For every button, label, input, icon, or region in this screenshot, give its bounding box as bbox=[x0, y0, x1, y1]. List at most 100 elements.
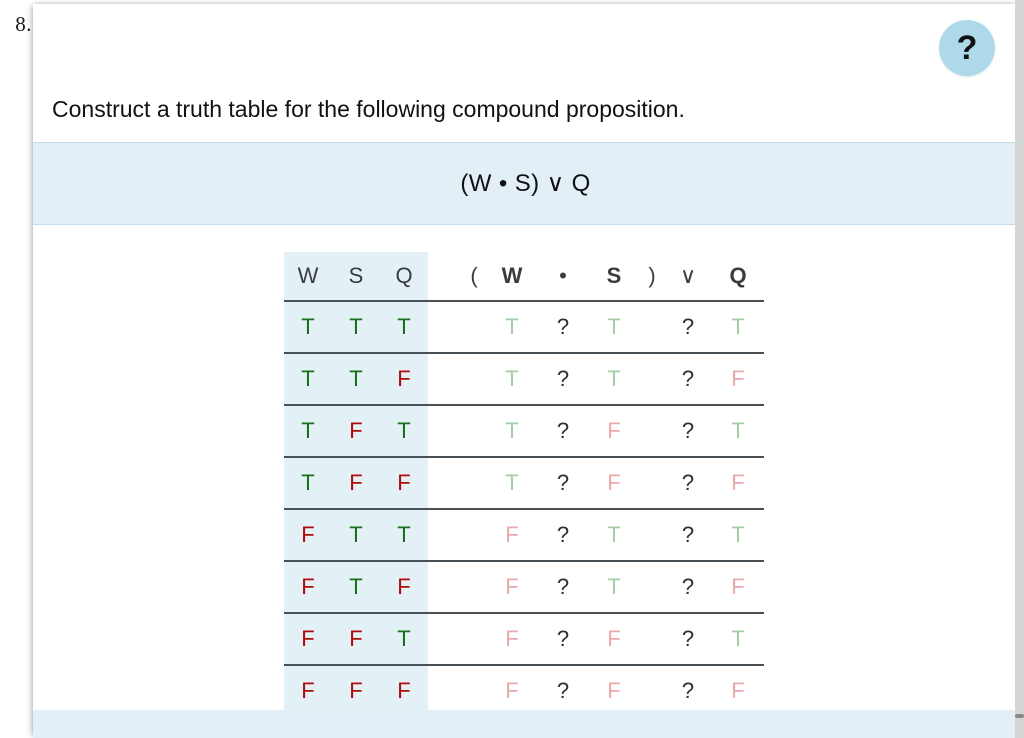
answer-cell-row7-col3[interactable]: ? bbox=[538, 613, 588, 666]
header-expr-5: ∨ bbox=[664, 252, 712, 302]
given-cell-w-row1: T bbox=[284, 301, 332, 354]
header-expr-2: • bbox=[538, 252, 588, 302]
expr-value-row7-col7: T bbox=[712, 613, 764, 666]
expr-value-row8-col7: F bbox=[712, 665, 764, 716]
column-gap bbox=[428, 561, 462, 614]
answer-cell-row8-col6[interactable]: ? bbox=[664, 665, 712, 716]
expr-value-row8-col4: F bbox=[588, 665, 640, 716]
expr-value-row8-col2: F bbox=[486, 665, 538, 716]
expr-value-row1-col4: T bbox=[588, 301, 640, 354]
answer-cell-row3-col3[interactable]: ? bbox=[538, 405, 588, 458]
expr-value-row5-col5 bbox=[640, 509, 664, 562]
expr-value-row3-col7: T bbox=[712, 405, 764, 458]
expr-value-row3-col5 bbox=[640, 405, 664, 458]
given-cell-q-row8: F bbox=[380, 665, 428, 716]
exercise-card: ? Construct a truth table for the follow… bbox=[33, 4, 1018, 738]
expr-value-row4-col4: F bbox=[588, 457, 640, 510]
answer-cell-row8-col3[interactable]: ? bbox=[538, 665, 588, 716]
expr-value-row8-col1 bbox=[462, 665, 486, 716]
answer-cell-row3-col6[interactable]: ? bbox=[664, 405, 712, 458]
given-cell-q-row4: F bbox=[380, 457, 428, 510]
given-cell-q-row5: T bbox=[380, 509, 428, 562]
expr-value-row1-col1 bbox=[462, 301, 486, 354]
answer-cell-row7-col6[interactable]: ? bbox=[664, 613, 712, 666]
expr-value-row4-col5 bbox=[640, 457, 664, 510]
answer-cell-row5-col3[interactable]: ? bbox=[538, 509, 588, 562]
expr-value-row2-col2: T bbox=[486, 353, 538, 406]
given-cell-s-row3: F bbox=[332, 405, 380, 458]
column-gap bbox=[428, 301, 462, 354]
expr-value-row6-col1 bbox=[462, 561, 486, 614]
expr-value-row7-col2: F bbox=[486, 613, 538, 666]
column-gap bbox=[428, 405, 462, 458]
given-cell-w-row5: F bbox=[284, 509, 332, 562]
answer-cell-row2-col3[interactable]: ? bbox=[538, 353, 588, 406]
answer-cell-row4-col3[interactable]: ? bbox=[538, 457, 588, 510]
expr-value-row6-col7: F bbox=[712, 561, 764, 614]
given-cell-w-row4: T bbox=[284, 457, 332, 510]
expr-value-row5-col4: T bbox=[588, 509, 640, 562]
header-expr-3: S bbox=[588, 252, 640, 302]
given-cell-s-row6: T bbox=[332, 561, 380, 614]
expr-value-row4-col7: F bbox=[712, 457, 764, 510]
answer-cell-row4-col6[interactable]: ? bbox=[664, 457, 712, 510]
help-icon[interactable]: ? bbox=[939, 20, 995, 76]
given-cell-s-row1: T bbox=[332, 301, 380, 354]
expr-value-row1-col5 bbox=[640, 301, 664, 354]
given-cell-w-row3: T bbox=[284, 405, 332, 458]
question-number: 8. bbox=[15, 12, 32, 36]
expr-value-row2-col5 bbox=[640, 353, 664, 406]
expr-value-row4-col1 bbox=[462, 457, 486, 510]
given-cell-w-row8: F bbox=[284, 665, 332, 716]
expr-value-row7-col5 bbox=[640, 613, 664, 666]
expr-value-row2-col1 bbox=[462, 353, 486, 406]
given-cell-w-row6: F bbox=[284, 561, 332, 614]
prompt-text: Construct a truth table for the followin… bbox=[52, 96, 685, 122]
given-cell-s-row7: F bbox=[332, 613, 380, 666]
given-cell-w-row2: T bbox=[284, 353, 332, 406]
header-expr-0: ( bbox=[462, 252, 486, 302]
expr-value-row6-col5 bbox=[640, 561, 664, 614]
column-gap bbox=[428, 252, 462, 302]
answer-cell-row1-col6[interactable]: ? bbox=[664, 301, 712, 354]
column-gap bbox=[428, 509, 462, 562]
given-cell-w-row7: F bbox=[284, 613, 332, 666]
proposition-text: (W • S) ∨ Q bbox=[460, 170, 591, 197]
answer-cell-row1-col3[interactable]: ? bbox=[538, 301, 588, 354]
expr-value-row1-col7: T bbox=[712, 301, 764, 354]
given-cell-s-row2: T bbox=[332, 353, 380, 406]
answer-cell-row2-col6[interactable]: ? bbox=[664, 353, 712, 406]
header-expr-6: Q bbox=[712, 252, 764, 302]
column-gap bbox=[428, 665, 462, 716]
column-gap bbox=[428, 457, 462, 510]
given-cell-s-row5: T bbox=[332, 509, 380, 562]
expr-value-row7-col1 bbox=[462, 613, 486, 666]
column-gap bbox=[428, 353, 462, 406]
page-scrollbar[interactable] bbox=[1015, 0, 1024, 738]
expr-value-row6-col4: T bbox=[588, 561, 640, 614]
header-expr-1: W bbox=[486, 252, 538, 302]
expr-value-row5-col1 bbox=[462, 509, 486, 562]
expr-value-row3-col2: T bbox=[486, 405, 538, 458]
bottom-bar bbox=[33, 710, 1018, 738]
answer-cell-row5-col6[interactable]: ? bbox=[664, 509, 712, 562]
answer-cell-row6-col6[interactable]: ? bbox=[664, 561, 712, 614]
expr-value-row6-col2: F bbox=[486, 561, 538, 614]
answer-cell-row6-col3[interactable]: ? bbox=[538, 561, 588, 614]
given-cell-q-row3: T bbox=[380, 405, 428, 458]
proposition-banner: (W • S) ∨ Q bbox=[33, 142, 1018, 225]
page-scrollbar-thumb[interactable] bbox=[1015, 714, 1024, 718]
expr-value-row7-col4: F bbox=[588, 613, 640, 666]
header-given-q: Q bbox=[380, 252, 428, 302]
